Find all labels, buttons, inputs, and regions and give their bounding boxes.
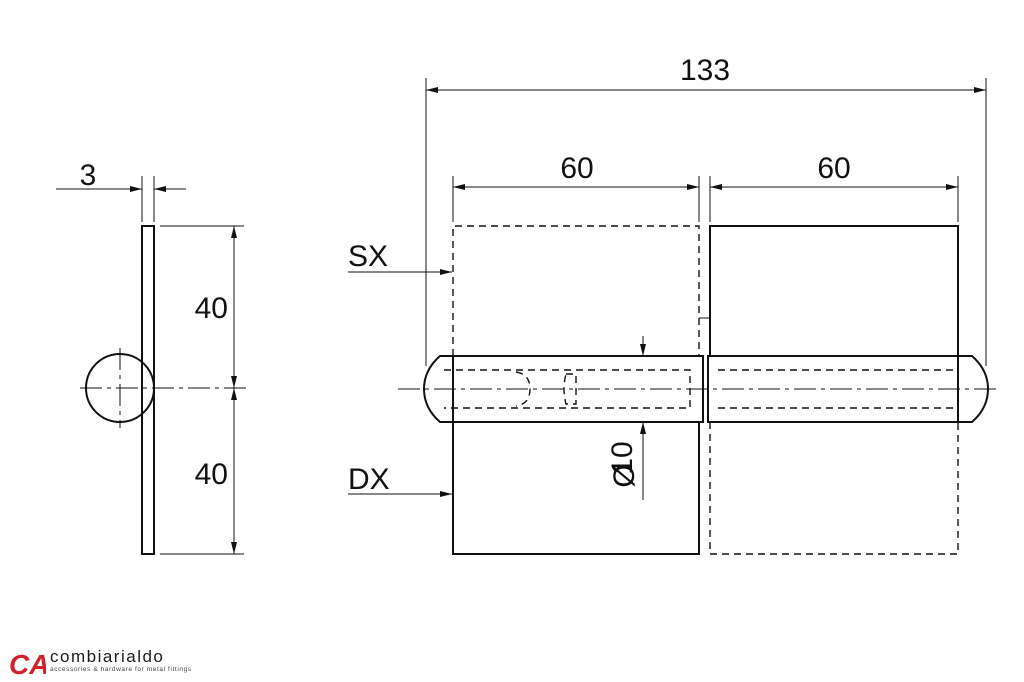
- sx-label: SX: [348, 240, 388, 273]
- brand-logo: combiarialdo accessories & hardware for …: [50, 648, 192, 674]
- side-leaf: [141, 225, 155, 555]
- logo-mark-text: CA: [9, 649, 46, 680]
- upper-right-leaf: [709, 225, 959, 356]
- thickness-dim: 3: [80, 159, 97, 192]
- brand-name: combiarialdo: [50, 647, 165, 666]
- pin-diameter-dim: Ø: [608, 464, 641, 487]
- dx-label: DX: [348, 463, 390, 496]
- upper-height-dim: 40: [195, 292, 228, 325]
- brand-tagline: accessories & hardware for metal fitting…: [50, 666, 192, 673]
- total-length-dim: 133: [680, 54, 730, 87]
- left-leaf-width-dim: 60: [560, 152, 593, 185]
- lower-left-leaf: [452, 422, 700, 555]
- upper-left-leaf-hidden: [452, 225, 700, 356]
- knuckle-left: [422, 355, 704, 423]
- right-leaf-width-dim: 60: [817, 152, 850, 185]
- diameter-symbol: Ø: [608, 464, 641, 487]
- pin-diameter-value: 10: [606, 441, 639, 474]
- brand-logo-mark: CA: [8, 645, 46, 681]
- lower-right-leaf-hidden: [709, 422, 959, 555]
- lower-height-dim: 40: [195, 458, 228, 491]
- front-view: 133 60 60: [348, 54, 1000, 555]
- side-view: 3 40 40: [56, 159, 248, 555]
